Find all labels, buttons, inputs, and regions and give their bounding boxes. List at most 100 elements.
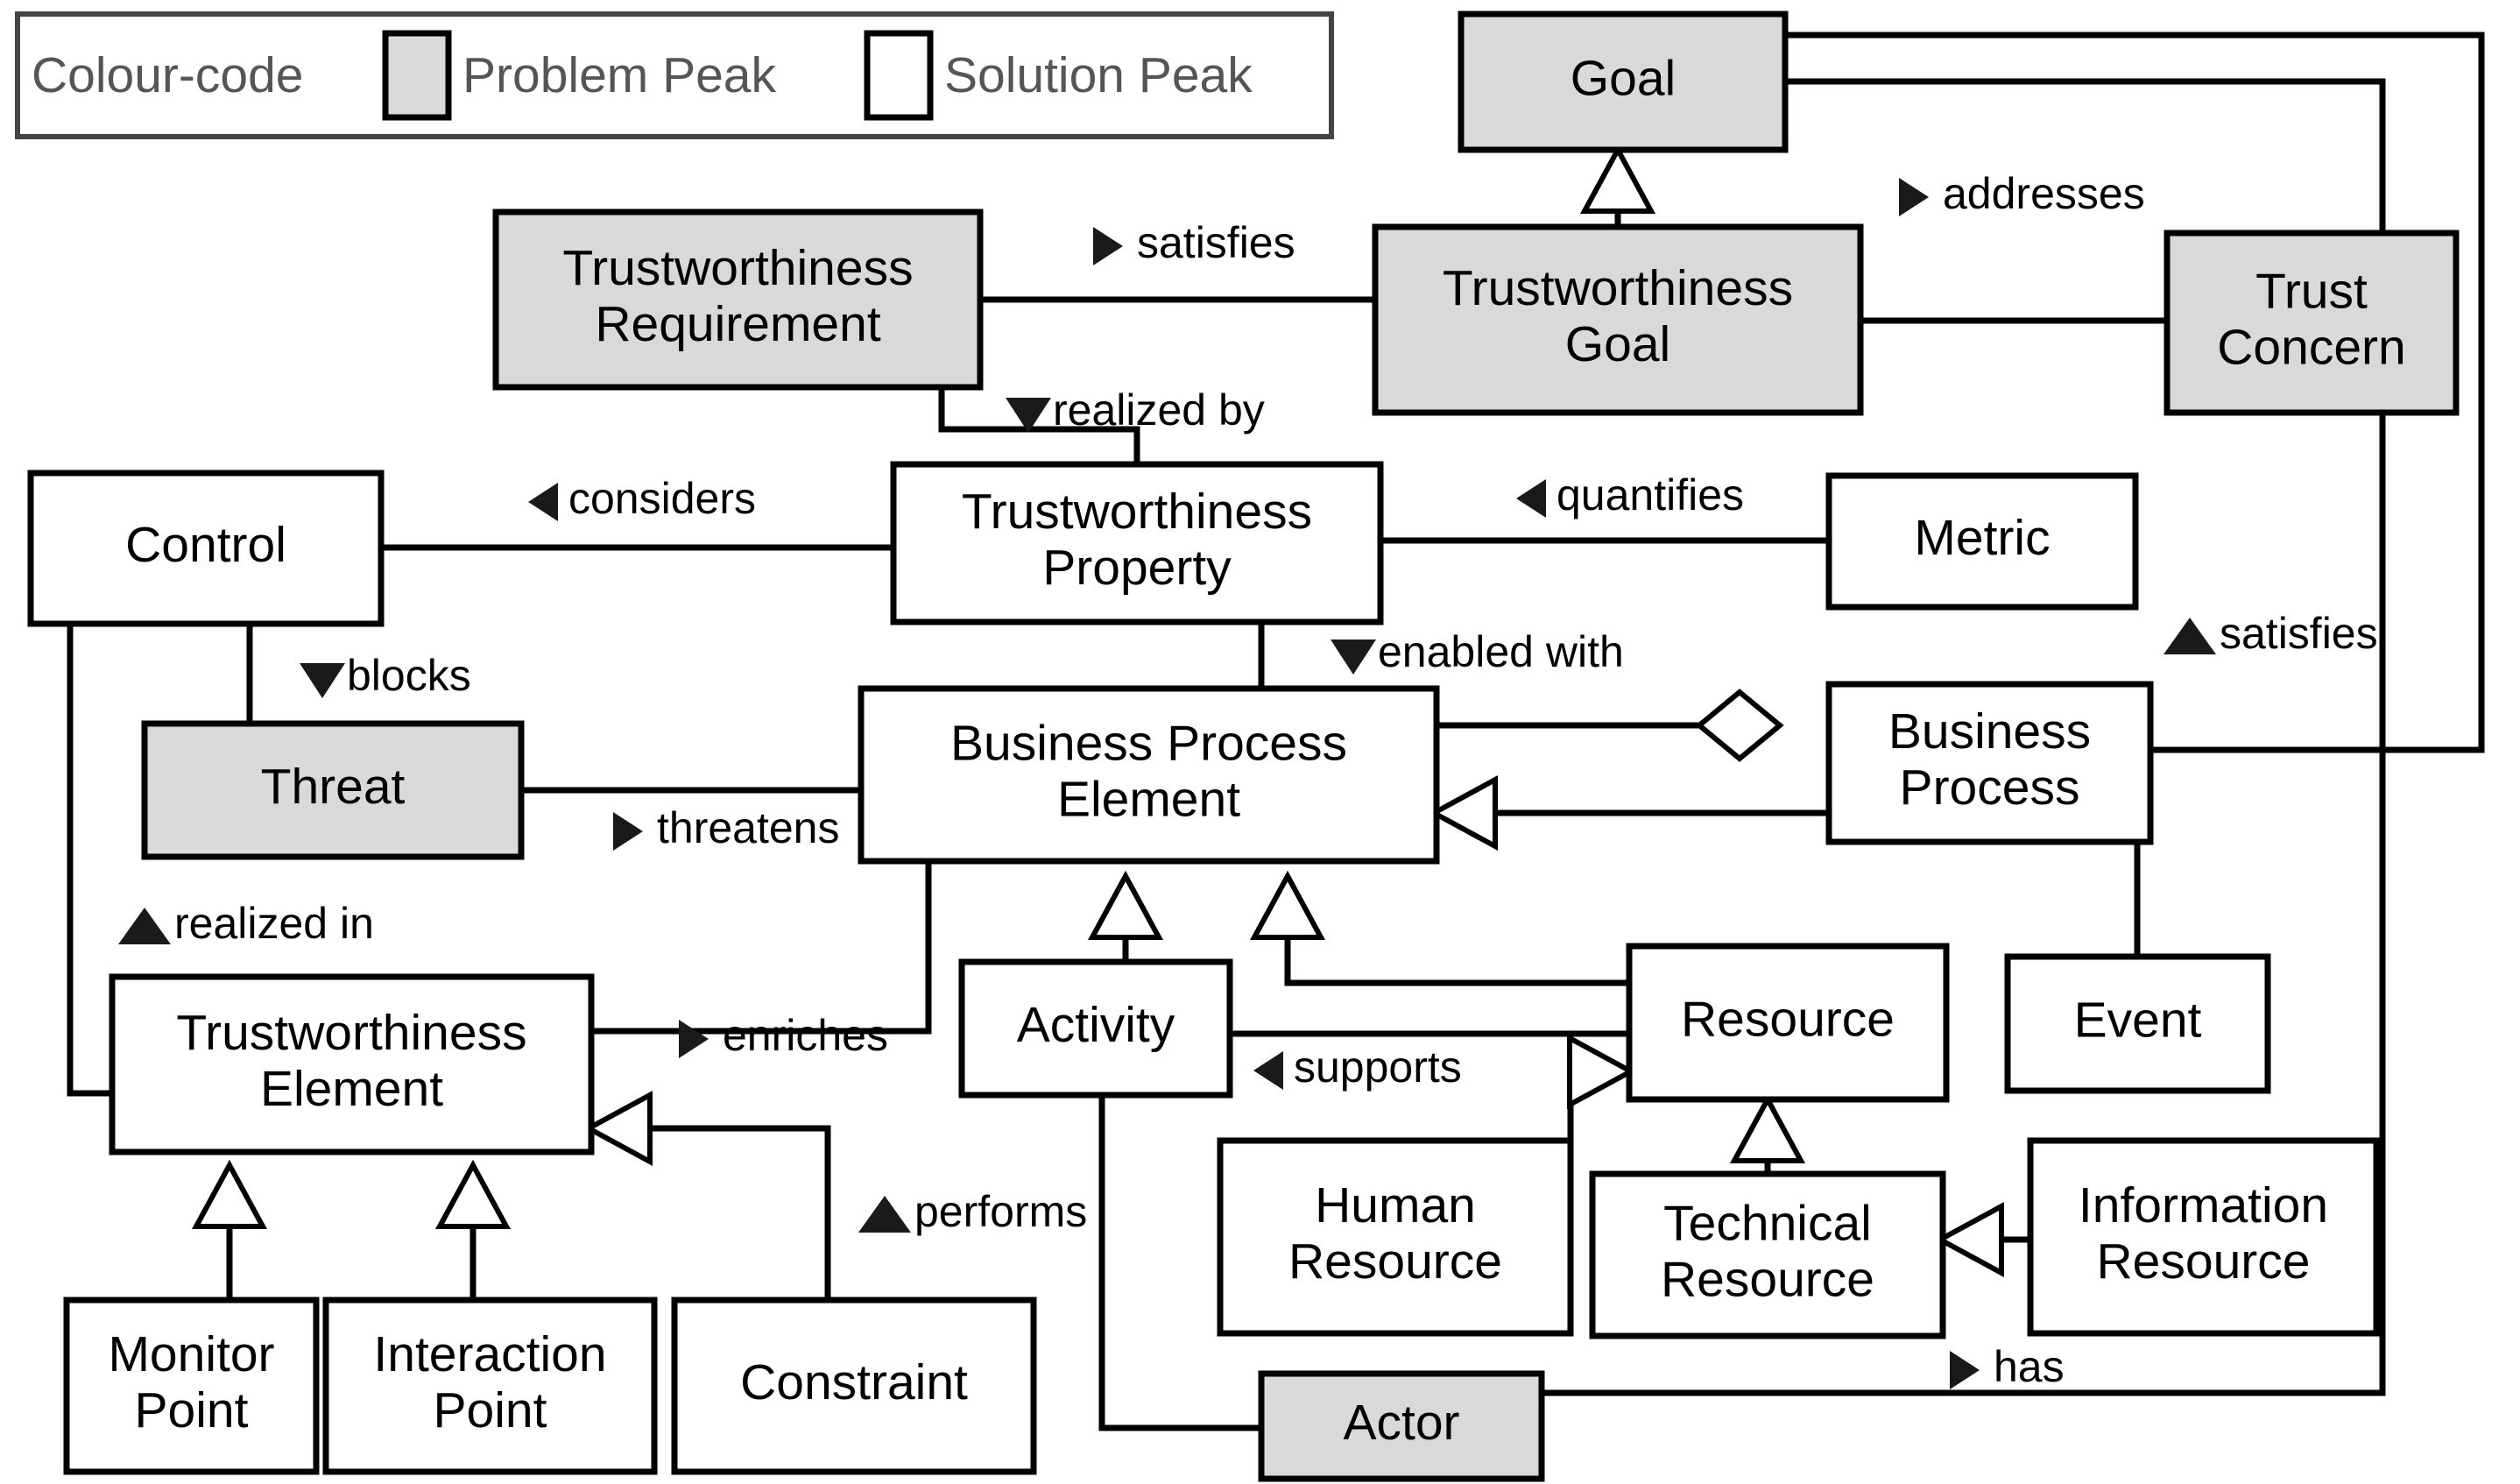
relation-label-enriches: enriches (723, 1011, 888, 1060)
legend-box (15, 11, 1334, 139)
class-box-goal[interactable] (1458, 11, 1789, 153)
class-box-human_resource[interactable] (1217, 1137, 1574, 1337)
class-box-activity[interactable] (958, 958, 1233, 1099)
connector-twreq-twproperty (938, 387, 1140, 464)
connector-goal-business-process (1785, 32, 2485, 753)
direction-arrow-blocks (300, 663, 345, 698)
class-box-tw_goal[interactable] (1372, 223, 1864, 416)
generalization-triangle-technical-resource (1729, 1093, 1806, 1163)
direction-arrow-enriches (679, 1020, 709, 1058)
class-box-event[interactable] (2004, 953, 2271, 1094)
aggregation-diamond-business-process (1695, 689, 1784, 762)
class-label-resource: Resource (1681, 992, 1895, 1048)
relation-label-considers: considers (568, 474, 756, 523)
relation-label-has: has (1994, 1342, 2065, 1391)
class-box-interaction_pt[interactable] (322, 1297, 658, 1475)
class-box-tw_requirement[interactable] (492, 208, 984, 391)
class-box-bpe[interactable] (858, 685, 1440, 865)
direction-arrow-considers (528, 483, 558, 521)
direction-arrow-performs (858, 1196, 911, 1233)
class-label-threat: Threat (261, 759, 406, 815)
node-layer (27, 11, 2460, 1482)
class-box-tw_element[interactable] (109, 973, 595, 1155)
marker-layer (191, 144, 2004, 1278)
connector-constraint-twelement (648, 1125, 831, 1300)
direction-arrow-quantifies (1516, 479, 1546, 518)
direction-arrow-has (1950, 1351, 1980, 1389)
relation-label-supports: supports (1294, 1042, 1462, 1092)
legend-swatch-solution (864, 30, 934, 121)
legend-solution-label: Solution Peak (944, 47, 1253, 103)
class-box-trust_concern[interactable] (2164, 230, 2460, 416)
generalization-triangle-constraint (582, 1090, 653, 1167)
class-box-resource[interactable] (1626, 943, 1950, 1103)
class-box-business_process[interactable] (1825, 681, 2154, 845)
relation-label-performs: performs (914, 1187, 1087, 1236)
relation-label-threatens: threatens (657, 803, 839, 852)
generalization-triangle-business-process (1428, 774, 1498, 852)
generalization-triangle-resource-bpe (1249, 870, 1326, 940)
class-box-monitor_point[interactable] (63, 1297, 320, 1475)
relation-label-satisfies-req-goal: satisfies (1137, 218, 1295, 267)
relation-label-quantifies: quantifies (1556, 470, 1744, 519)
direction-arrow-realized-in (118, 908, 171, 944)
direction-arrow-enabled-with (1331, 640, 1376, 675)
connector-bpe-twelement-enriches (591, 861, 932, 1035)
legend: Colour-code Problem Peak Solution Peak (15, 11, 1334, 139)
class-label-event: Event (2074, 993, 2202, 1049)
class-box-tw_property[interactable] (890, 461, 1384, 625)
class-label-actor: Actor (1343, 1395, 1459, 1451)
relation-label-satisfies-bp-goal: satisfies (2220, 609, 2378, 658)
direction-arrow-addresses (1899, 178, 1929, 216)
legend-problem-label: Problem Peak (462, 47, 777, 103)
class-label-constraint: Constraint (740, 1354, 968, 1410)
relation-label-realized-by: realized by (1053, 385, 1265, 435)
generalization-triangle-interaction-point (434, 1159, 512, 1229)
direction-arrow-satisfies-req-goal (1093, 227, 1123, 265)
class-box-metric[interactable] (1825, 472, 2139, 611)
connector-actor-activity-performs (1098, 1095, 1261, 1431)
legend-swatch-problem (382, 30, 452, 121)
direction-arrow-threatens (613, 812, 643, 851)
class-label-control: Control (125, 517, 286, 573)
class-label-activity: Activity (1017, 997, 1175, 1053)
class-box-threat[interactable] (141, 720, 525, 860)
class-box-actor[interactable] (1258, 1370, 1545, 1482)
connector-resource-bpe (1284, 905, 1629, 986)
direction-arrow-satisfies-bp-goal (2164, 618, 2216, 654)
generalization-triangle-goal (1579, 144, 1656, 214)
class-box-constraint[interactable] (671, 1297, 1037, 1475)
relation-label-realized-in: realized in (174, 899, 374, 948)
direction-arrow-supports (1253, 1051, 1283, 1090)
relation-label-enabled-with: enabled with (1378, 627, 1624, 676)
legend-title: Colour-code (32, 47, 304, 103)
relation-label-addresses: addresses (1943, 169, 2145, 218)
direction-arrow-realized-by (1006, 398, 1051, 433)
generalization-triangle-monitor-point (191, 1159, 268, 1229)
class-box-info_resource[interactable] (2027, 1137, 2380, 1337)
generalization-triangle-activity (1087, 870, 1164, 940)
class-label-goal: Goal (1571, 51, 1676, 107)
class-box-tech_resource[interactable] (1589, 1170, 1946, 1339)
class-label-metric: Metric (1914, 510, 2050, 566)
class-box-control[interactable] (27, 470, 385, 627)
generalization-triangle-information-resource (1934, 1201, 2004, 1278)
connector-goal-actor-has (1542, 78, 2386, 1396)
generalization-triangle-human-resource (1567, 1033, 1637, 1110)
relation-label-blocks: blocks (347, 651, 471, 700)
